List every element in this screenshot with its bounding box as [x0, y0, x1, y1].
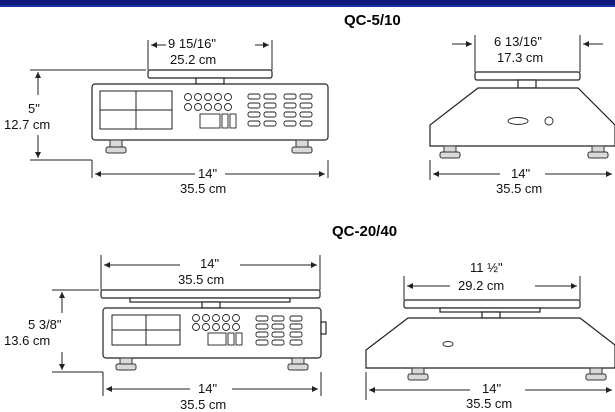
platter-rail: [129, 297, 291, 303]
dim-side-base-imperial: 14": [511, 166, 530, 181]
scale-foot: [291, 146, 313, 154]
model-title-qc-5-10: QC-5/10: [344, 12, 401, 29]
scale-body-side: [429, 87, 615, 147]
dim-base-width-metric: 35.5 cm: [180, 397, 226, 412]
side-knob: [320, 321, 327, 335]
dim-side-base-metric: 35.5 cm: [466, 396, 512, 411]
scale-foot: [585, 373, 607, 381]
scale-foot: [105, 146, 127, 154]
dim-top-width-metric: 35.5 cm: [178, 272, 224, 287]
dim-height-imperial: 5 3/8": [28, 317, 62, 332]
keypad: [192, 314, 303, 346]
platter-stem: [195, 77, 225, 85]
scale-side-qc-20-40: 11 ½" 29.2 cm 14" 35.5 cm: [365, 260, 615, 411]
scale-foot: [587, 151, 609, 159]
dim-base-width-imperial: 14": [198, 381, 217, 396]
platter-stem: [201, 301, 221, 309]
scale-front-qc-5-10: 9 15/16" 25.2 cm: [4, 36, 329, 196]
header-band: [0, 0, 615, 7]
scale-front-qc-20-40: 14" 35.5 cm: [4, 255, 327, 412]
dim-side-top-imperial: 6 13/16": [494, 34, 542, 49]
keypad: [184, 93, 313, 129]
scale-foot: [591, 145, 605, 153]
dim-base-width-metric: 35.5 cm: [180, 181, 226, 196]
platter-stem: [481, 311, 501, 319]
scale-platter: [403, 299, 581, 309]
scale-foot: [287, 363, 309, 371]
scale-foot: [291, 357, 305, 365]
scale-platter: [100, 289, 321, 299]
scale-foot: [439, 151, 461, 159]
dim-height-metric: 13.6 cm: [4, 333, 50, 348]
scale-foot: [411, 367, 425, 375]
dim-side-top-metric: 29.2 cm: [458, 278, 504, 293]
platter-rail: [439, 307, 541, 313]
dim-side-top-metric: 17.3 cm: [497, 50, 543, 65]
scale-foot: [295, 139, 309, 148]
dim-top-width-imperial: 14": [200, 256, 219, 271]
scale-foot: [109, 139, 123, 148]
scale-foot: [407, 373, 429, 381]
dim-height-imperial: 5": [28, 101, 40, 116]
platter-stem: [517, 79, 537, 89]
scale-foot: [115, 363, 137, 371]
scale-foot: [119, 357, 133, 365]
scale-side-qc-5-10: 6 13/16" 17.3 cm 14" 35.5 cm: [429, 34, 615, 196]
scale-foot: [443, 145, 457, 153]
dim-side-top-imperial: 11 ½": [470, 260, 503, 275]
scale-foot: [589, 367, 603, 375]
dim-side-base-imperial: 14": [482, 381, 501, 396]
dim-top-width-imperial: 9 15/16": [168, 36, 216, 51]
dim-side-base-metric: 35.5 cm: [496, 181, 542, 196]
dim-height-metric: 12.7 cm: [4, 117, 50, 132]
model-title-qc-20-40: QC-20/40: [332, 223, 397, 240]
scale-body-side: [365, 317, 615, 369]
scale-platter: [474, 71, 581, 81]
dim-top-width-metric: 25.2 cm: [170, 52, 216, 67]
dim-base-width-imperial: 14": [198, 166, 217, 181]
scale-platter: [147, 69, 273, 79]
